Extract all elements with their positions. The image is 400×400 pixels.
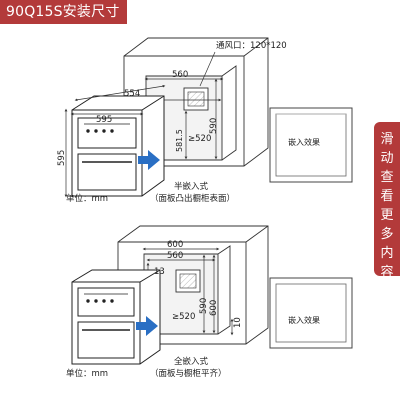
semi-embedded-diagram	[64, 37, 353, 198]
scroll-more-label: 滑动查看更多内容	[380, 132, 394, 280]
top-oven-dimensions	[64, 84, 166, 198]
top-unit-label: 单位：mm	[66, 193, 108, 204]
bottom-inset-label: 嵌入效果	[288, 315, 320, 325]
top-insert-arrow	[138, 150, 160, 170]
bottom-width-outer: 600	[167, 240, 183, 250]
bottom-unit-label: 单位：mm	[66, 368, 108, 379]
bottom-inset-effect-image	[269, 277, 353, 349]
scroll-more-tab[interactable]: 滑动查看更多内容	[374, 122, 400, 295]
bottom-oven	[71, 269, 161, 365]
top-caption-line1: 半嵌入式	[174, 181, 209, 192]
top-cabinet-width: 560	[172, 70, 188, 80]
top-caption-line2: （面板凸出橱柜表面）	[150, 193, 235, 204]
collapse-icon[interactable]	[381, 286, 393, 295]
bottom-gap-label: 10	[233, 317, 243, 328]
top-total-width: 554	[124, 89, 140, 99]
full-embedded-diagram	[71, 225, 353, 365]
top-product-width: 595	[96, 115, 112, 125]
top-cabinet-height: 590	[209, 118, 219, 134]
bottom-caption-line2: （面板与橱柜平齐）	[150, 368, 227, 379]
bottom-insert-arrow	[136, 316, 158, 336]
top-oven	[71, 95, 165, 197]
top-depth-label: ≥520	[188, 134, 211, 144]
bottom-dimension-lines	[142, 247, 234, 336]
bottom-caption-line1: 全嵌入式	[174, 356, 209, 367]
bottom-offset-label: 13	[154, 267, 165, 277]
top-inset-label: 嵌入效果	[288, 137, 320, 147]
top-product-height: 595	[57, 150, 67, 166]
bottom-height-inner: 590	[199, 298, 209, 314]
vent-label: 通风口：120*120	[216, 40, 287, 51]
bottom-height-outer: 600	[209, 300, 219, 316]
bottom-width-inner: 560	[167, 251, 183, 261]
bottom-depth-label: ≥520	[172, 312, 195, 322]
top-inset-effect-image	[269, 107, 353, 183]
page-title: 90Q15S安装尺寸	[0, 0, 127, 24]
top-opening-height: 581.5	[175, 129, 184, 152]
